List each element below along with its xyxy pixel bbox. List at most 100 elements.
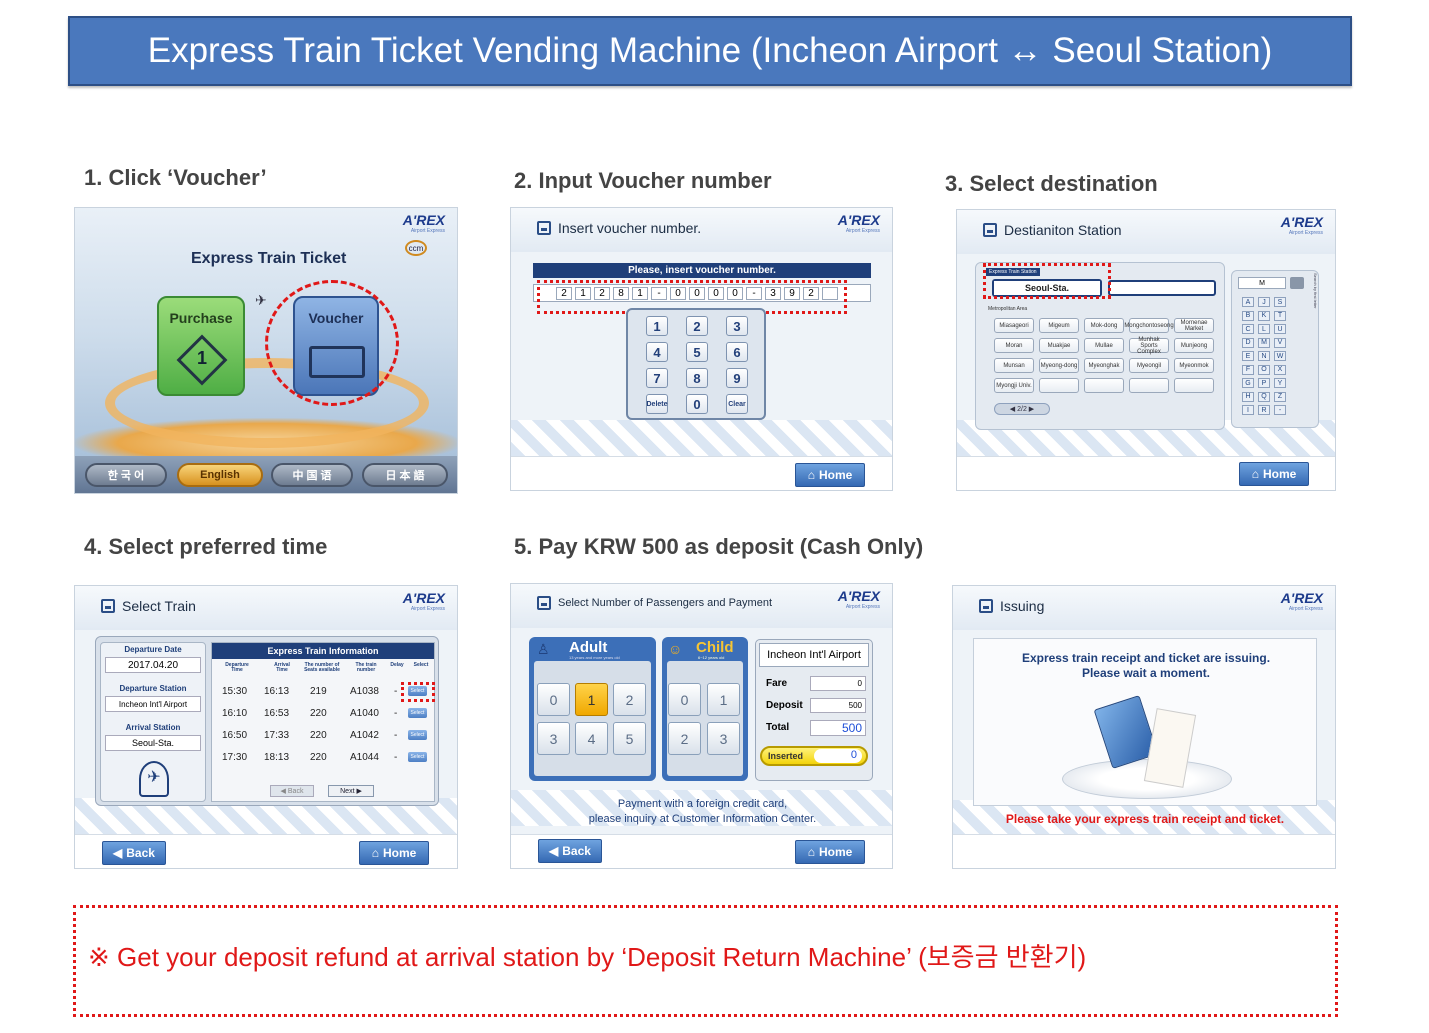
page-indicator[interactable]: ◀ 2/2 ▶: [994, 403, 1050, 415]
child-count-key-1[interactable]: 1: [707, 683, 740, 716]
home-button[interactable]: ⌂Home: [795, 840, 865, 864]
letter-key-r[interactable]: R: [1258, 405, 1270, 415]
letter-key-f[interactable]: F: [1242, 364, 1254, 375]
back-button[interactable]: ◀Back: [538, 839, 602, 863]
letter-key-v[interactable]: V: [1274, 337, 1286, 348]
station-button[interactable]: Mornenae Market: [1174, 318, 1214, 333]
letter-key-p[interactable]: P: [1258, 378, 1270, 388]
station-button[interactable]: Mok-dong: [1084, 318, 1124, 333]
letter-key-a[interactable]: A: [1242, 297, 1254, 307]
letter-key-m[interactable]: M: [1258, 337, 1270, 348]
keypad-key-9[interactable]: 9: [726, 368, 748, 388]
station-button[interactable]: [1039, 378, 1079, 393]
station-button[interactable]: Moran: [994, 338, 1034, 353]
lang-korean-button[interactable]: 한 국 어: [85, 463, 167, 487]
station-button[interactable]: [1129, 378, 1169, 393]
selected-station[interactable]: Seoul-Sta.: [994, 281, 1100, 295]
lang-english-button[interactable]: English: [177, 463, 263, 487]
adult-count-key-0[interactable]: 0: [537, 683, 570, 716]
station-button[interactable]: Migeum: [1039, 318, 1079, 333]
letter-key-z[interactable]: Z: [1274, 391, 1286, 402]
station-button[interactable]: Miasageori: [994, 318, 1034, 333]
child-count-key-0[interactable]: 0: [668, 683, 701, 716]
letter-search-field[interactable]: M: [1238, 277, 1286, 289]
letter-key-t[interactable]: T: [1274, 310, 1286, 321]
search-button[interactable]: [1290, 277, 1304, 289]
keypad-key-delete[interactable]: Delete: [646, 394, 668, 414]
prev-page-icon[interactable]: ◀: [1009, 406, 1018, 413]
station-button[interactable]: Myeonmok: [1174, 358, 1214, 373]
adult-count-key-4[interactable]: 4: [575, 722, 608, 755]
letter-key-x[interactable]: X: [1274, 364, 1286, 375]
letter-key-n[interactable]: N: [1258, 351, 1270, 361]
station-button[interactable]: [1084, 378, 1124, 393]
keypad-key-6[interactable]: 6: [726, 342, 748, 362]
home-button[interactable]: ⌂Home: [1239, 462, 1309, 486]
keypad-key-7[interactable]: 7: [646, 368, 668, 388]
deposit-notice-box: [73, 905, 1338, 1017]
letter-key-q[interactable]: Q: [1258, 391, 1270, 402]
letter-key-g[interactable]: G: [1242, 378, 1254, 388]
station-button[interactable]: Munhak Sports Complex: [1129, 337, 1169, 355]
station-button[interactable]: Mongchontoseong: [1124, 318, 1174, 333]
select-button[interactable]: Select: [408, 752, 427, 762]
lang-japanese-button[interactable]: 日 本 語: [362, 463, 448, 487]
letter-key-b[interactable]: B: [1242, 310, 1254, 321]
keypad-key-1[interactable]: 1: [646, 316, 668, 336]
station-button[interactable]: Munsan: [994, 358, 1034, 373]
adult-count-key-1[interactable]: 1: [575, 683, 608, 716]
keypad-key-3[interactable]: 3: [726, 316, 748, 336]
letter-key-dash[interactable]: -: [1274, 405, 1286, 415]
letter-key-l[interactable]: L: [1258, 324, 1270, 334]
select-button[interactable]: Select: [408, 708, 427, 718]
child-count-key-3[interactable]: 3: [707, 722, 740, 755]
lang-chinese-button[interactable]: 中 国 语: [271, 463, 353, 487]
child-count-key-2[interactable]: 2: [668, 722, 701, 755]
keypad-key-8[interactable]: 8: [686, 368, 708, 388]
purchase-button[interactable]: Purchase 1: [157, 296, 245, 396]
keypad-key-4[interactable]: 4: [646, 342, 668, 362]
station-button[interactable]: Munjeong: [1174, 338, 1214, 353]
letter-key-c[interactable]: C: [1242, 324, 1254, 334]
adult-count-key-3[interactable]: 3: [537, 722, 570, 755]
ticket-icon: [537, 596, 551, 610]
station-button[interactable]: [1174, 378, 1214, 393]
keypad-key-clear[interactable]: Clear: [726, 394, 748, 414]
station-button[interactable]: Myongji Univ.: [994, 378, 1034, 393]
letter-key-e[interactable]: E: [1242, 351, 1254, 361]
next-page-icon[interactable]: ▶: [1026, 406, 1035, 413]
select-button[interactable]: Select: [408, 730, 427, 740]
adult-count-key-2[interactable]: 2: [613, 683, 646, 716]
home-button[interactable]: ⌂Home: [359, 841, 429, 865]
letter-key-s[interactable]: S: [1274, 297, 1286, 307]
station-button[interactable]: Myeong-dong: [1039, 358, 1079, 373]
station-button[interactable]: Myeonghak: [1084, 358, 1124, 373]
letter-key-w[interactable]: W: [1274, 351, 1286, 361]
keypad-key-2[interactable]: 2: [686, 316, 708, 336]
table-next-button[interactable]: Next ▶: [328, 785, 374, 797]
station-button[interactable]: Mullae: [1084, 338, 1124, 353]
keypad-key-5[interactable]: 5: [686, 342, 708, 362]
letter-key-h[interactable]: H: [1242, 391, 1254, 402]
letter-key-o[interactable]: O: [1258, 364, 1270, 375]
station-button[interactable]: Myeongil: [1129, 358, 1169, 373]
letter-key-d[interactable]: D: [1242, 337, 1254, 348]
adult-count-key-5[interactable]: 5: [613, 722, 646, 755]
back-button[interactable]: ◀Back: [102, 841, 166, 865]
second-station-field[interactable]: [1108, 280, 1216, 296]
letter-key-k[interactable]: K: [1258, 310, 1270, 321]
station-button[interactable]: Muakjae: [1039, 338, 1079, 353]
select-button[interactable]: Select: [408, 686, 427, 696]
home-button[interactable]: ⌂Home: [795, 463, 865, 487]
table-back-button[interactable]: ◀ Back: [270, 785, 314, 797]
letter-key-u[interactable]: U: [1274, 324, 1286, 334]
letter-key-i[interactable]: I: [1242, 405, 1254, 415]
letter-key-y[interactable]: Y: [1274, 378, 1286, 388]
keypad-key-0[interactable]: 0: [686, 394, 708, 414]
letter-key-j[interactable]: J: [1258, 297, 1270, 307]
